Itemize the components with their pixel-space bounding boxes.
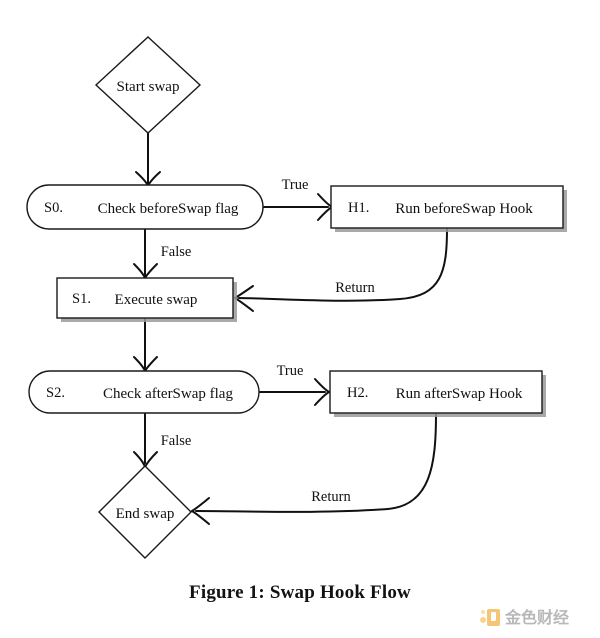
node-s0-label: Check beforeSwap flag (98, 201, 239, 217)
node-s2-key: S2. (46, 385, 65, 401)
edge-start-to-s0 (135, 132, 161, 187)
figure-caption: Figure 1: Swap Hook Flow (189, 582, 411, 603)
node-start-swap[interactable]: Start swap (94, 36, 202, 134)
node-end-swap-label: End swap (116, 506, 175, 522)
watermark: 金色财经 (478, 604, 594, 632)
watermark-text: 金色财经 (505, 608, 570, 627)
node-h1-key: H1. (348, 200, 369, 216)
edge-label-return-1: Return (335, 280, 375, 296)
edge-label-true-1: True (282, 177, 309, 193)
node-h2-run-afterswap-hook[interactable]: H2. Run afterSwap Hook (329, 370, 546, 417)
node-h2-label: Run afterSwap Hook (396, 386, 523, 402)
edge-s2-to-end: False (133, 413, 192, 468)
edge-s0-to-h1: True (262, 177, 333, 221)
edge-s2-to-h2: True (259, 363, 330, 406)
edge-h1-to-s1: Return (234, 228, 448, 312)
node-s2-label: Check afterSwap flag (103, 386, 233, 402)
node-s1-key: S1. (72, 291, 91, 307)
edge-label-return-2: Return (311, 489, 351, 505)
edge-label-true-2: True (277, 363, 304, 379)
edge-h2-to-end: Return (191, 413, 437, 525)
node-h2-key: H2. (347, 385, 368, 401)
edge-s1-to-s2 (133, 318, 158, 372)
node-start-swap-label: Start swap (117, 79, 180, 95)
node-h1-label: Run beforeSwap Hook (395, 201, 533, 217)
edge-label-false-1: False (161, 244, 192, 260)
edge-label-false-2: False (161, 433, 192, 449)
node-end-swap[interactable]: End swap (98, 465, 192, 559)
node-s1-execute-swap[interactable]: S1. Execute swap (56, 277, 237, 322)
edge-s0-to-s1: False (133, 228, 192, 279)
watermark-logo-icon (478, 607, 502, 629)
node-h1-run-beforeswap-hook[interactable]: H1. Run beforeSwap Hook (330, 185, 567, 232)
node-s2-check-afterswap-flag[interactable]: S2. Check afterSwap flag (28, 370, 260, 414)
node-s0-key: S0. (44, 200, 63, 216)
node-s0-check-beforeswap-flag[interactable]: S0. Check beforeSwap flag (26, 184, 264, 230)
node-s1-label: Execute swap (115, 292, 198, 308)
